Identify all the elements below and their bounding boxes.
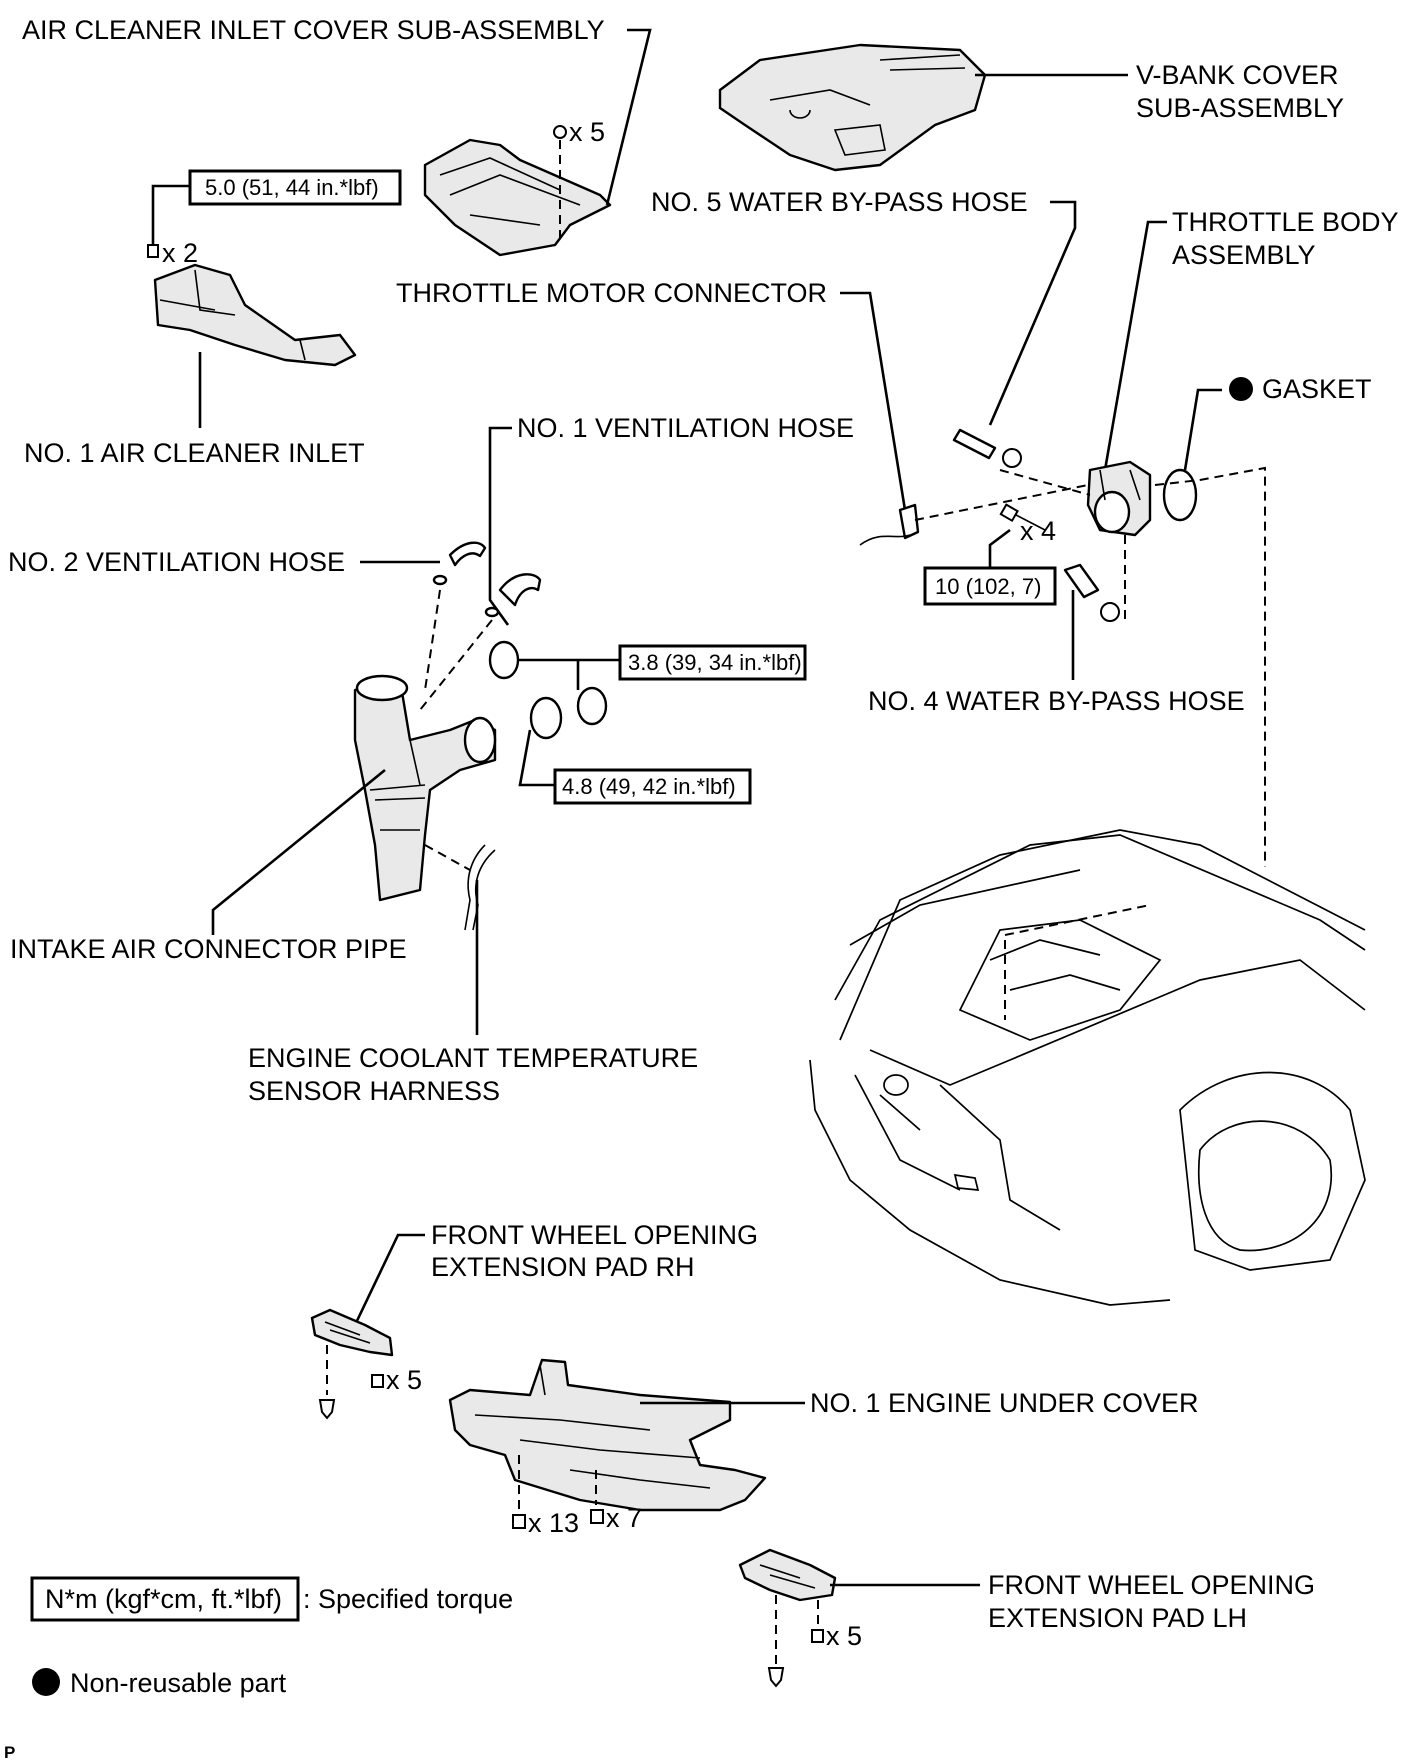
label-v-bank-cover-1: V-BANK COVER [1136, 60, 1339, 90]
leader-no5-hose [988, 200, 1077, 426]
bolt-icon [371, 1374, 384, 1388]
legend-torque-desc: : Specified torque [303, 1584, 513, 1614]
qty-pad-lh-clips: x 5 [826, 1621, 862, 1651]
qty-under-cover-a: x 13 [528, 1508, 579, 1538]
leader-pad-rh [353, 1233, 425, 1326]
bolt-icon [512, 1514, 526, 1529]
intake-air-connector-pipe-part [353, 674, 497, 902]
no1-ventilation-hose-part [498, 573, 542, 607]
leader-throttle-connector [840, 291, 907, 511]
label-throttle-body-2: ASSEMBLY [1172, 240, 1316, 270]
leader-throttle-body [1103, 220, 1167, 471]
label-ect-harness-2: SENSOR HARNESS [248, 1076, 500, 1106]
label-air-cleaner-inlet-cover: AIR CLEANER INLET COVER SUB-ASSEMBLY [22, 15, 605, 45]
torque-box-t1 [188, 169, 402, 206]
torque-t4: 10 (102, 7) [935, 574, 1041, 599]
bolt-icon [811, 1629, 824, 1643]
label-no4-water-bypass-hose: NO. 4 WATER BY-PASS HOSE [868, 686, 1245, 716]
ect-harness-part [464, 844, 496, 931]
hose-clip-icon [484, 606, 500, 618]
legend-torque-box [30, 1576, 300, 1622]
vehicle-front-illustration [809, 829, 1366, 1306]
legend-nonreusable-desc: Non-reusable part [70, 1668, 287, 1698]
bolt-icon [590, 1509, 604, 1524]
leader-inlet-cover [605, 28, 652, 206]
label-no1-engine-under-cover: NO. 1 ENGINE UNDER COVER [810, 1388, 1199, 1418]
clamp-part [529, 696, 563, 740]
throttle-body-part [1086, 460, 1152, 537]
leader-torque-t3 [518, 729, 555, 787]
torque-t1: 5.0 (51, 44 in.*lbf) [205, 175, 379, 200]
torque-box-t3 [553, 768, 752, 805]
label-throttle-body-1: THROTTLE BODY [1172, 207, 1399, 237]
clip-icon [318, 1399, 336, 1420]
qty-inlet-bolts: x 2 [162, 238, 198, 268]
no4-water-bypass-hose-part [1063, 563, 1100, 599]
label-intake-air-connector-pipe: INTAKE AIR CONNECTOR PIPE [10, 934, 407, 964]
no5-water-bypass-hose-part [952, 428, 997, 460]
engine-under-cover-part [448, 1358, 767, 1512]
label-throttle-motor-connector: THROTTLE MOTOR CONNECTOR [396, 278, 827, 308]
front-wheel-pad-rh-part [310, 1308, 394, 1357]
leader-gasket [1183, 388, 1222, 471]
qty-throttle-bolts: x 4 [1020, 516, 1056, 546]
gasket-part [1162, 468, 1198, 522]
label-no2-ventilation-hose: NO. 2 VENTILATION HOSE [8, 547, 345, 577]
label-fw-pad-rh-1: FRONT WHEEL OPENING [431, 1220, 758, 1250]
label-fw-pad-lh-2: EXTENSION PAD LH [988, 1603, 1247, 1633]
hose-clip-icon [432, 574, 448, 586]
torque-t3: 4.8 (49, 42 in.*lbf) [562, 774, 736, 799]
throttle-bolt-icon [999, 503, 1046, 531]
leader-torque-t1 [151, 184, 190, 245]
torque-t2: 3.8 (39, 34 in.*lbf) [628, 650, 802, 675]
label-v-bank-cover-2: SUB-ASSEMBLY [1136, 93, 1344, 123]
hose-clamp-icon [1002, 448, 1022, 468]
corner-mark: P [4, 1743, 15, 1762]
label-fw-pad-lh-1: FRONT WHEEL OPENING [988, 1570, 1315, 1600]
torque-box-t4 [923, 566, 1057, 606]
bolt-icon [147, 244, 159, 258]
label-no1-ventilation-hose: NO. 1 VENTILATION HOSE [517, 413, 854, 443]
throttle-motor-connector-part [859, 503, 920, 546]
screw-icon [553, 125, 567, 139]
qty-under-cover-b: x 7 [606, 1503, 642, 1533]
leader-intake-pipe [211, 768, 386, 935]
air-cleaner-inlet-cover-part [423, 138, 612, 257]
hose-clamp-icon [1100, 602, 1120, 622]
qty-pad-rh-clips: x 5 [386, 1365, 422, 1395]
v-bank-cover-part [718, 43, 987, 172]
torque-box-t2 [618, 644, 807, 681]
clamp-part [488, 640, 520, 680]
no2-ventilation-hose-part [448, 541, 487, 567]
label-fw-pad-rh-2: EXTENSION PAD RH [431, 1252, 695, 1282]
leader-torque-t4 [988, 528, 1011, 568]
legend-nonreusable-icon [32, 1668, 60, 1696]
nonreusable-icon [1229, 377, 1253, 401]
legend-torque-box-text: N*m (kgf*cm, ft.*lbf) [45, 1584, 282, 1614]
label-no5-water-bypass-hose: NO. 5 WATER BY-PASS HOSE [651, 187, 1028, 217]
air-cleaner-inlet-part [153, 263, 357, 367]
qty-cover-screws: x 5 [569, 117, 605, 147]
label-ect-harness-1: ENGINE COOLANT TEMPERATURE [248, 1043, 698, 1073]
clip-icon [767, 1667, 785, 1688]
front-wheel-pad-lh-part [738, 1548, 837, 1602]
label-gasket: GASKET [1262, 374, 1372, 404]
clamp-part [576, 686, 608, 726]
label-no1-air-cleaner-inlet: NO. 1 AIR CLEANER INLET [24, 438, 365, 468]
